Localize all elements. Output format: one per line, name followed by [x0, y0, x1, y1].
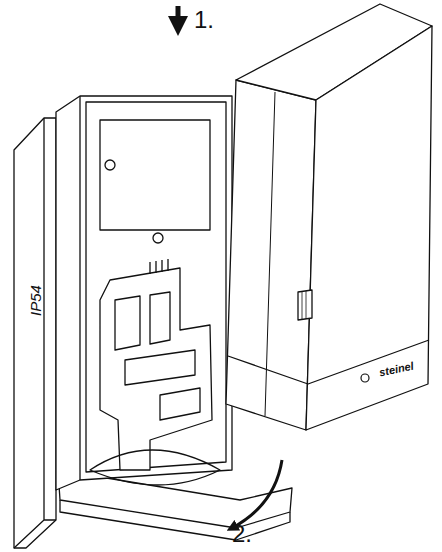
arrow-down	[176, 6, 181, 26]
base-housing-front	[80, 96, 226, 480]
wall-plate-edge	[14, 118, 56, 548]
base-housing	[56, 96, 232, 490]
cover-side	[226, 80, 316, 430]
arrow-curve	[232, 460, 282, 528]
terminal-block	[100, 268, 212, 470]
release-slot-lines	[302, 291, 306, 319]
release-slot	[298, 290, 312, 320]
base-inner	[100, 120, 210, 230]
cover-front	[306, 26, 432, 430]
base-floor-edge	[60, 500, 290, 540]
wall-plate	[14, 118, 56, 548]
terminal-slot	[115, 292, 200, 420]
step-number: 2.	[232, 522, 252, 546]
protection-rating: IP54	[27, 285, 42, 316]
logo-mark	[361, 374, 369, 382]
cable-guide	[90, 450, 220, 485]
screw-hole	[153, 233, 163, 243]
cover-band	[228, 340, 429, 384]
step-number: 1.	[194, 8, 214, 32]
cover-rib	[265, 92, 275, 416]
screw-hole	[105, 160, 115, 170]
contact-pins	[150, 259, 168, 274]
